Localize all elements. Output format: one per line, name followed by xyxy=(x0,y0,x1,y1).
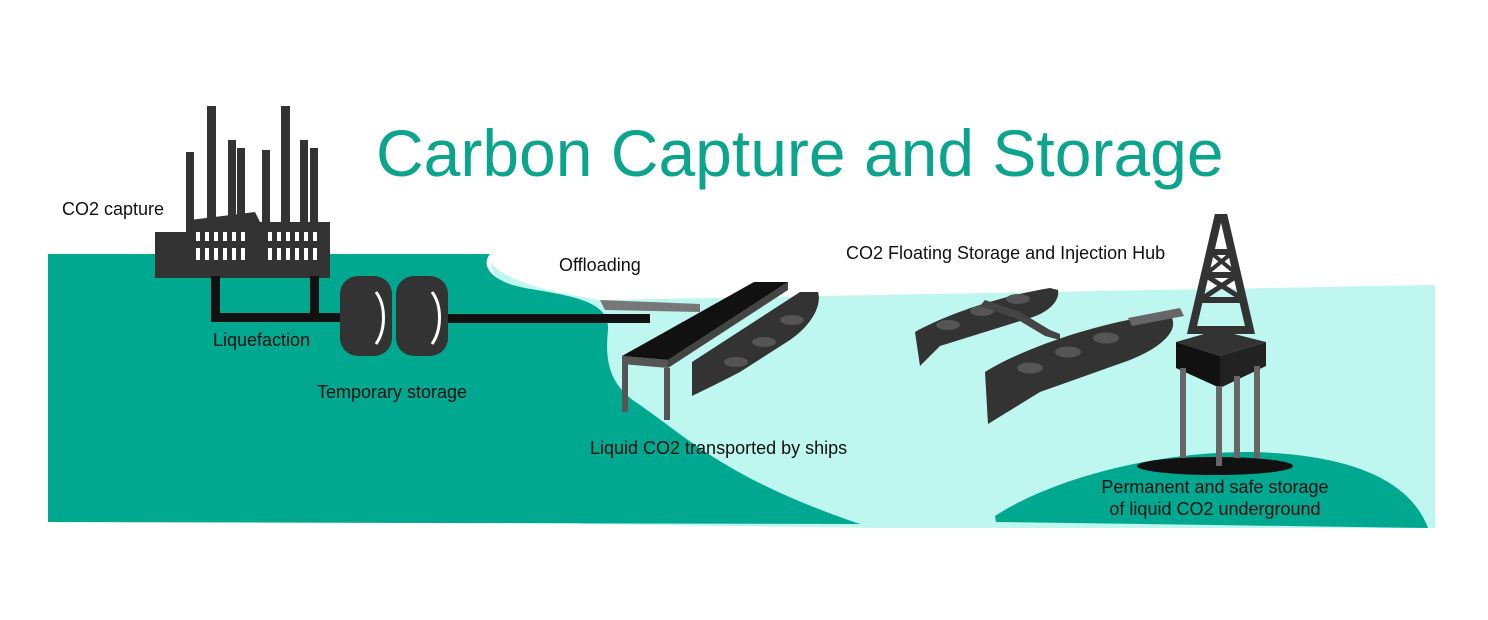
floating-storage-ship-1 xyxy=(915,288,1059,366)
transport-label: Liquid CO2 transported by ships xyxy=(590,438,848,458)
injection-platform xyxy=(1176,214,1266,466)
co2-capture-label: CO2 capture xyxy=(62,199,165,219)
permanent-storage-label: Permanent and safe storage of liquid CO2… xyxy=(1090,476,1340,520)
permanent-storage-line-1: Permanent and safe storage xyxy=(1101,477,1329,497)
temporary-storage-tanks xyxy=(340,276,448,356)
hub-label: CO2 Floating Storage and Injection Hub xyxy=(846,243,1166,263)
platform-pipe xyxy=(1128,308,1184,326)
liquefaction-pipes xyxy=(211,276,650,323)
temporary-storage-label: Temporary storage xyxy=(317,382,468,402)
reservoir xyxy=(1137,457,1293,475)
offloading-label: Offloading xyxy=(559,255,641,275)
storage-island xyxy=(995,452,1428,528)
hub-connector-pipe xyxy=(980,300,1060,340)
page-title: Carbon Capture and Storage xyxy=(376,116,1224,190)
factory xyxy=(155,106,330,278)
liquefaction-label: Liquefaction xyxy=(213,330,311,350)
offloading-pier xyxy=(622,282,788,420)
permanent-storage-line-2: of liquid CO2 underground xyxy=(1109,499,1321,519)
offloading-pipe xyxy=(600,300,700,312)
floating-storage-ship-2 xyxy=(985,316,1174,424)
transport-ship xyxy=(692,292,819,396)
